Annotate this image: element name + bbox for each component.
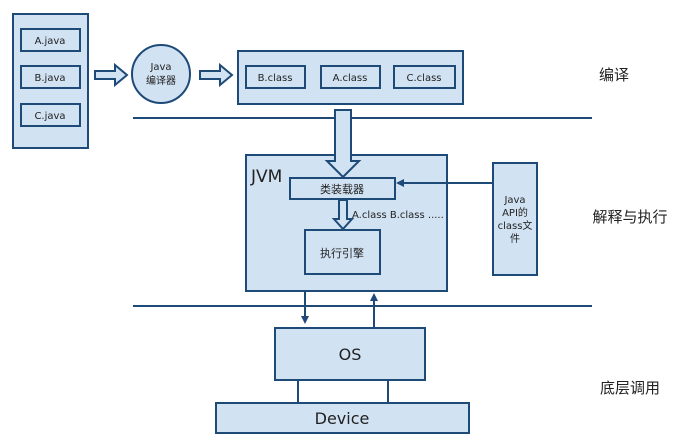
device-group: Device: [215, 402, 470, 434]
stage-label-compile: 编译: [599, 66, 629, 84]
source-files-group: A.java B.java C.java: [12, 13, 89, 149]
block-arrow-to-execution-engine: [331, 199, 355, 231]
os-label: OS: [339, 345, 362, 364]
java-api-label-line4: 件: [510, 233, 520, 245]
stage-label-interpret-execute: 解释与执行: [592, 208, 667, 226]
source-file-label: B.java: [35, 73, 66, 84]
block-arrow-to-class-loader: [324, 109, 362, 179]
java-api-label-line1: Java: [503, 195, 525, 206]
jvm-title: JVM: [250, 167, 282, 187]
compiler-circle: [131, 44, 191, 104]
device-label: Device: [315, 409, 370, 428]
execution-engine-label: 执行引擎: [320, 246, 364, 260]
compiler-label-line1: Java: [149, 62, 171, 73]
device-box: [215, 402, 470, 434]
class-loader-label: 类装载器: [320, 182, 364, 196]
block-arrow-to-compiler: [94, 62, 129, 88]
class-files-group: B.class A.class C.class: [237, 50, 464, 105]
java-api-box: [492, 162, 538, 276]
class-file-a: A.class: [320, 65, 381, 89]
os-box: [274, 327, 426, 381]
os-group: OS: [274, 327, 426, 381]
class-file-b: B.class: [245, 65, 306, 89]
java-compiler: Java 编译器: [131, 44, 191, 104]
java-api-label-line2: API的: [502, 206, 528, 219]
source-file-c: C.java: [20, 103, 81, 127]
compiler-label-line2: 编译器: [146, 74, 176, 87]
java-api-group: Java API的 class文 件: [492, 162, 538, 276]
class-file-label: A.class: [333, 73, 368, 84]
source-file-b: B.java: [20, 65, 81, 89]
stage-label-low-level-call: 底层调用: [600, 379, 660, 397]
source-file-a: A.java: [20, 28, 81, 52]
source-file-label: C.java: [34, 111, 65, 122]
execution-engine-box: [304, 229, 381, 275]
class-file-c: C.class: [393, 65, 456, 89]
class-file-label: B.class: [258, 73, 293, 84]
loaded-classes-label: A.class B.class .....: [352, 210, 444, 221]
source-file-label: A.java: [35, 36, 66, 47]
jvm-group: JVM 类装载器 A.class B.class ..... 执行引擎: [245, 109, 448, 292]
class-file-label: C.class: [407, 73, 442, 84]
block-arrow-to-class-files: [199, 62, 234, 88]
java-api-label-line3: class文: [498, 219, 533, 232]
